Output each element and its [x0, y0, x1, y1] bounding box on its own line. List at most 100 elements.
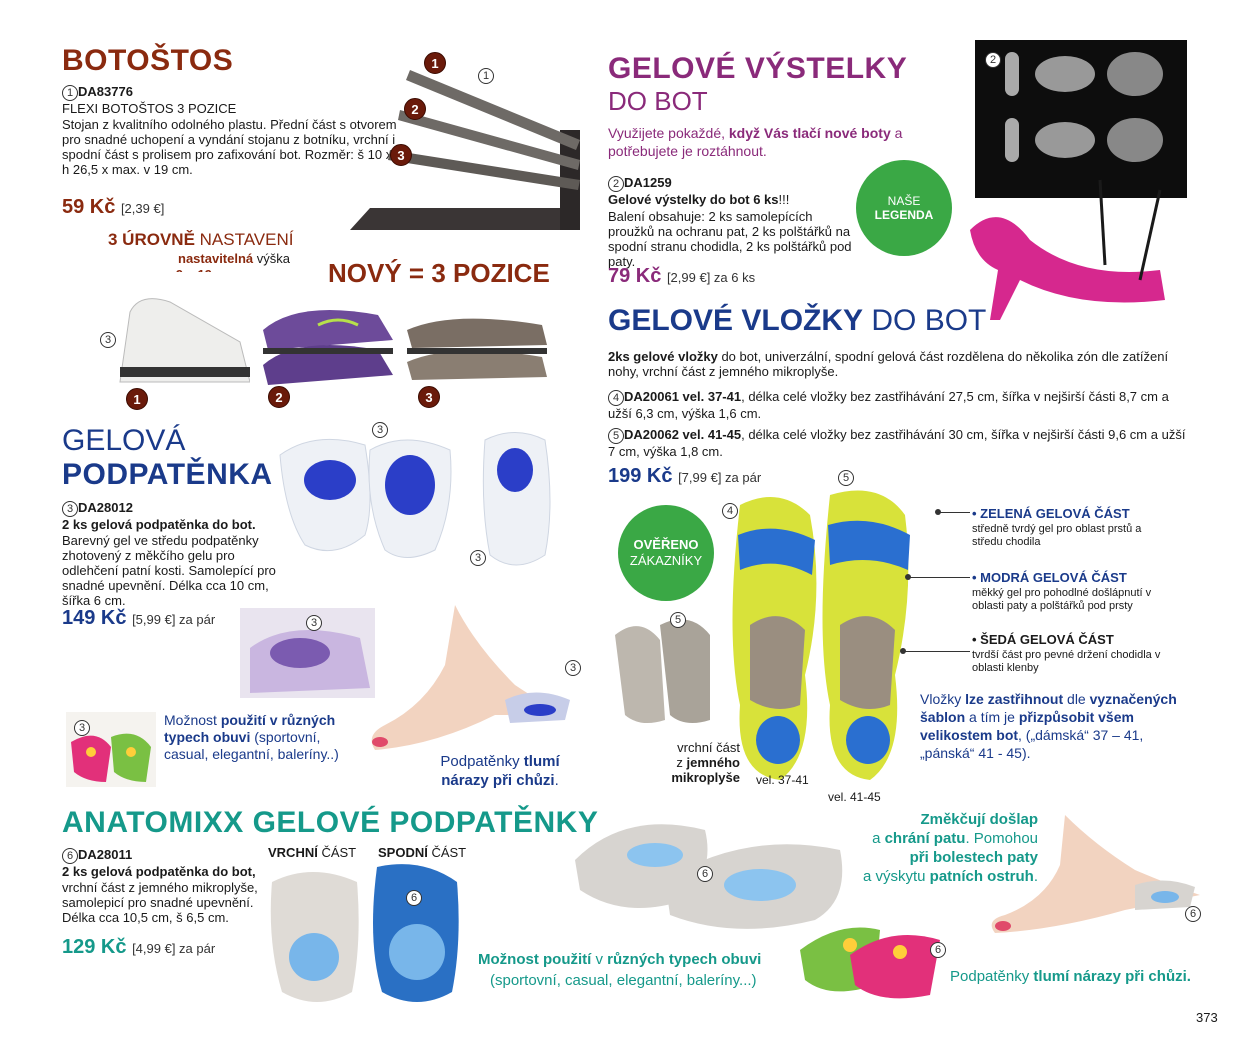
soft-f: a výskytu — [862, 868, 930, 885]
blue-part-desc: měkký gel pro pohodlné došlápnutí v obla… — [972, 587, 1152, 612]
plush-line-2a: z — [676, 755, 687, 770]
price-eur: [2,39 €] — [120, 201, 165, 216]
item-number-badge: 6 — [406, 890, 422, 906]
top-part-label: VRCHNÍ ČÁST — [268, 845, 356, 860]
green-part-desc: středně tvrdý gel pro oblast prstů a stř… — [972, 523, 1142, 548]
badge-line-2: ZÁKAZNÍKY — [629, 553, 703, 568]
anatomixx-heel-pads-image — [270, 864, 459, 1002]
vlozky-intro: 2ks gelové vložky do bot, univerzální, s… — [608, 349, 1188, 379]
price-unit: za pár — [175, 612, 216, 627]
vystelky-title: GELOVÉ VÝSTELKY — [608, 52, 908, 85]
item-number-badge: 5 — [608, 428, 624, 444]
name-exclaim: !!! — [778, 192, 790, 207]
position-marker-2: 2 — [268, 386, 290, 408]
soft-b: a — [872, 830, 885, 847]
item-number-badge: 2 — [608, 176, 624, 192]
price: 199 Kč — [608, 465, 673, 487]
item-number-badge: 3 — [100, 332, 116, 348]
podpatenka-name: 2 ks gelová podpatěnka do bot. — [62, 517, 256, 532]
plush-top-note: vrchní část z jemného mikroplyše — [650, 740, 740, 785]
price-eur: [4,99 €] — [132, 941, 176, 956]
anatomixx-name: 2 ks gelová podpatěnka do bot, — [62, 864, 256, 879]
price-unit: za pár — [721, 470, 762, 485]
use-a: Možnost použití — [478, 951, 592, 968]
price: 59 Kč — [62, 196, 116, 218]
badge-line-1: OVĚŘENO — [633, 537, 699, 552]
plush-line-2b: jemného mikroplyše — [671, 755, 740, 785]
new-three-positions: NOVÝ = 3 POZICE — [328, 258, 550, 288]
name-bold: Gelové výstelky do bot 6 ks — [608, 192, 779, 207]
product-code: DA28012 — [78, 500, 133, 515]
podpatenka-price-line: 149 Kč [5,99 €] za pár — [62, 607, 215, 630]
soft-h: . — [1033, 868, 1038, 885]
variant-desc: , délka celé vložky bez zastřihávání 30 … — [608, 427, 1186, 459]
use-a: Možnost — [164, 712, 221, 728]
anatomixx-price-line: 129 Kč [4,99 €] za pár — [62, 936, 215, 959]
vlozky-title-bold: GELOVÉ VLOŽKY — [608, 304, 864, 337]
price: 129 Kč — [62, 936, 127, 958]
plush-insoles-image — [615, 619, 710, 724]
lead-bold: když Vás tlačí nové boty — [728, 125, 891, 141]
item-number-badge: 3 — [74, 720, 90, 736]
height-line: nastavitelná výška — [150, 251, 290, 266]
verified-by-customers-badge: OVĚŘENO ZÁKAZNÍKY — [618, 505, 714, 601]
item-number-badge: 6 — [697, 866, 713, 882]
vystelky-name: Gelové výstelky do bot 6 ks!!! — [608, 192, 789, 207]
size-label-2: vel. 41-45 — [828, 790, 881, 804]
bottom-part-label: SPODNÍ ČÁST — [378, 845, 466, 860]
vystelky-description: Balení obsahuje: 2 ks samolepících prouž… — [608, 209, 852, 269]
item-number-badge: 4 — [722, 503, 738, 519]
item-number-badge: 1 — [62, 85, 78, 101]
price: 79 Kč — [608, 265, 662, 287]
botostos-name: FLEXI BOTOŠTOS 3 POZICE — [62, 101, 237, 116]
vystelky-subtitle: DO BOT — [608, 86, 708, 116]
tlumi-b: tlumí nárazy při chůzi — [441, 753, 560, 789]
badge-line-1: NAŠE — [887, 194, 921, 208]
height-normal: výška — [253, 251, 290, 266]
tlumi-b: tlumí nárazy při chůzi. — [1033, 968, 1191, 985]
use-b: v — [591, 951, 608, 968]
grey-part-desc: tvrdší část pro pevné držení chodidla v … — [972, 649, 1161, 674]
item-number-badge: 3 — [470, 550, 486, 566]
botostos-description: Stojan z kvalitního odolného plastu. Pře… — [62, 117, 397, 177]
price-unit: za pár — [175, 941, 216, 956]
item-number-badge: 3 — [62, 501, 78, 517]
use-c: různých typech obuvi — [607, 951, 762, 968]
position-marker-3: 3 — [390, 144, 412, 166]
ballerina-shoes-image — [66, 712, 156, 787]
position-marker-1: 1 — [126, 388, 148, 410]
size-label-1: vel. 37-41 — [756, 773, 809, 787]
price: 149 Kč — [62, 607, 127, 629]
colorful-ballerinas-image — [800, 927, 940, 999]
callout-line — [910, 577, 970, 578]
trim-g: , („dámská“ 37 – 41, „pánská“ 41 - 45). — [920, 727, 1144, 761]
botostos-price-line: 59 Kč [2,39 €] — [62, 196, 164, 219]
position-marker-3: 3 — [418, 386, 440, 408]
trim-a: Vložky — [920, 691, 966, 707]
price-eur: [7,99 €] — [678, 470, 722, 485]
callout-dot — [905, 574, 911, 580]
item-number-badge: 3 — [306, 615, 322, 631]
shoe-stand-image — [350, 70, 580, 230]
item-number-badge: 3 — [565, 660, 581, 676]
gel-heel-cups-image — [279, 432, 551, 566]
callout-dot — [900, 648, 906, 654]
variant-desc: , délka celé vložky bez zastřihávání 27,… — [608, 389, 1169, 421]
price-eur: [5,99 €] — [132, 612, 176, 627]
blue-part-title: • MODRÁ GELOVÁ ČÁST — [972, 570, 1127, 585]
soft-a: Změkčují došlap — [920, 811, 1038, 828]
position-marker-2: 2 — [404, 98, 426, 120]
price-unit: za 6 ks — [710, 270, 756, 285]
podpatenka-title-light: GELOVÁ — [62, 424, 186, 457]
position-marker-1: 1 — [424, 52, 446, 74]
product-code: DA83776 — [78, 84, 133, 99]
soft-c: chrání patu — [884, 830, 966, 847]
intro-normal: do bot, univerzální, spodní gelová část … — [608, 349, 1169, 379]
vlozky-title-normal: DO BOT — [863, 304, 987, 337]
vlozky-title: GELOVÉ VLOŽKY DO BOT — [608, 304, 986, 338]
tlumi-a: Podpatěnky — [440, 753, 524, 770]
